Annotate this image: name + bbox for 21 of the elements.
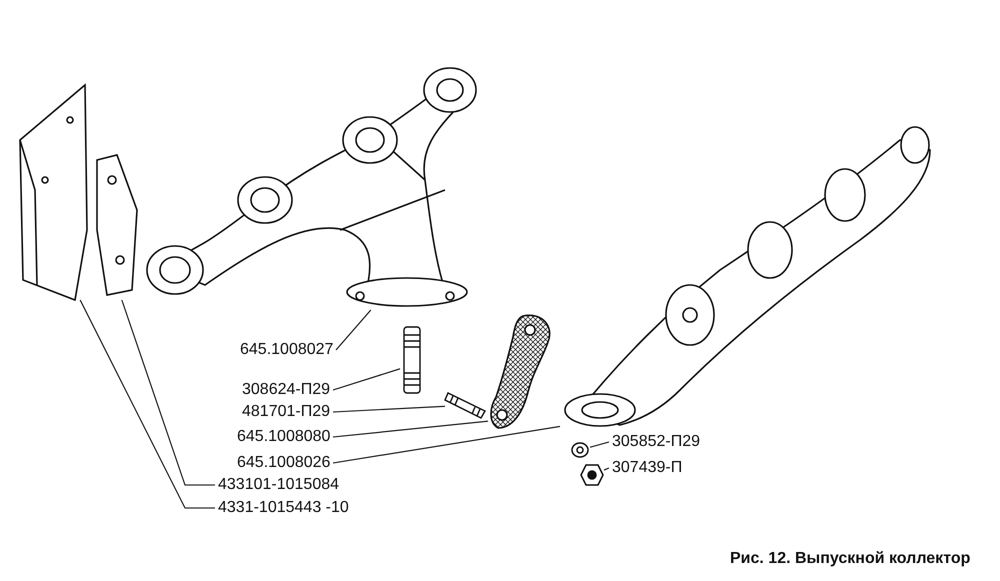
nut-drawing — [580, 463, 604, 487]
part-number: 433101-1015084 — [218, 475, 340, 495]
part-number: 645.1008027 — [240, 340, 334, 360]
part-number: 307439-П — [612, 458, 682, 478]
leader-line — [332, 426, 560, 464]
leader-line — [332, 420, 488, 438]
leader-line — [590, 441, 610, 448]
leader-line — [335, 310, 372, 351]
part-number: 305852-П29 — [612, 432, 700, 452]
washer-drawing — [570, 440, 590, 460]
leader-line — [604, 467, 610, 471]
leader-line — [332, 406, 446, 413]
leader-line — [332, 368, 400, 391]
part-number: 645.1008026 — [237, 453, 330, 473]
part-number: 308624-П29 — [242, 380, 330, 400]
part-number: 481701-П29 — [242, 402, 330, 422]
leader-line — [80, 300, 215, 509]
leader-line — [121, 300, 215, 486]
part-number: 4331-1015443 -10 — [218, 498, 349, 518]
figure-caption: Рис. 12. Выпускной коллектор — [730, 550, 970, 568]
part-number: 645.1008080 — [237, 427, 330, 447]
